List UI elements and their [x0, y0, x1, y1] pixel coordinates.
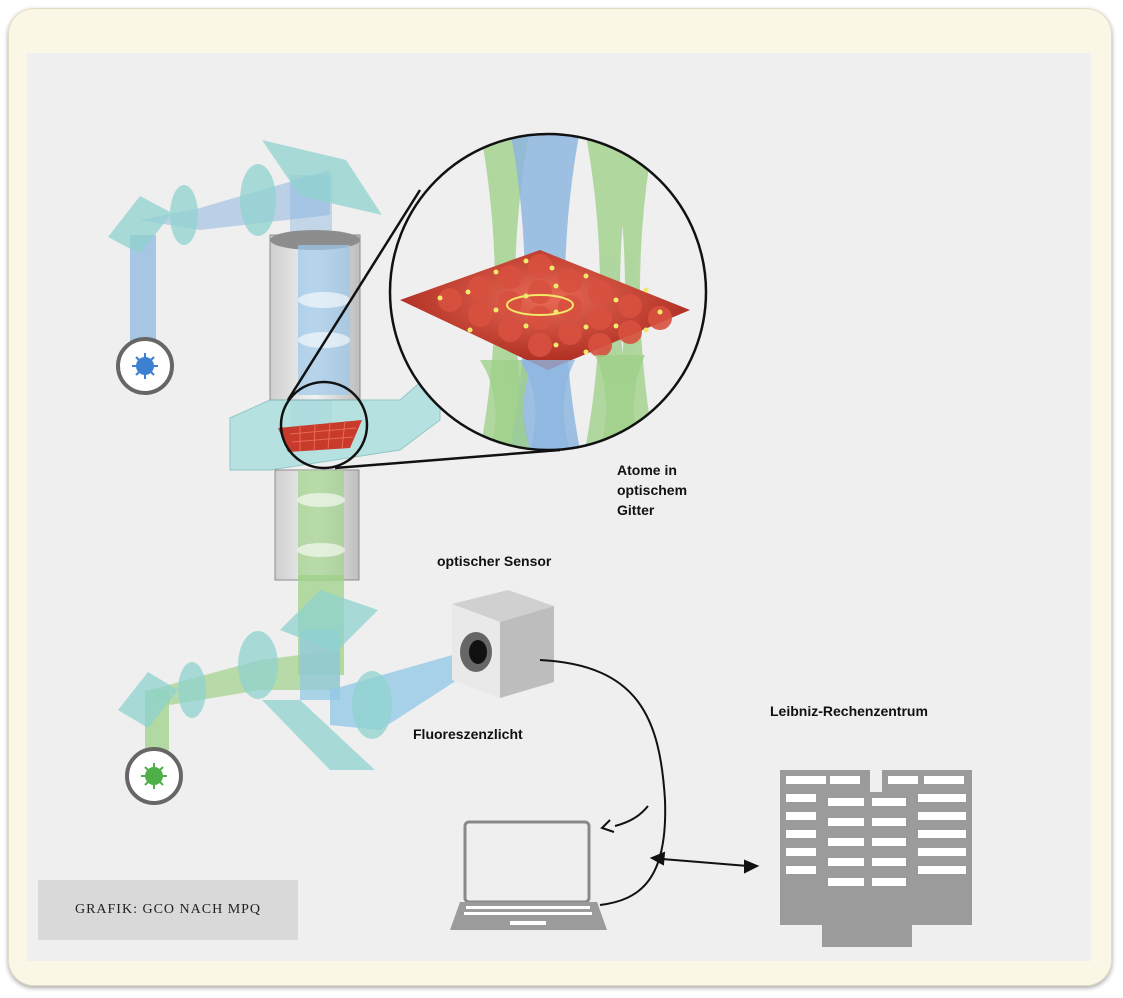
atoms-label-line-3: Gitter [617, 502, 655, 518]
camera-sensor [452, 590, 554, 698]
atoms-label-line-2: optischem [617, 482, 688, 498]
atoms-label: Atome in optischem Gitter [617, 460, 687, 520]
glass-cell [229, 363, 441, 471]
atoms [437, 258, 663, 355]
lower-objective [274, 469, 360, 581]
upper-objective [269, 230, 361, 401]
bottom-mirrors-and-lenses [118, 590, 392, 770]
optical-lattice-surface [400, 250, 690, 370]
lower-beams-under-lattice [480, 355, 645, 450]
laptop-server-link-arrow [649, 851, 760, 874]
data-cables [539, 659, 667, 906]
zoom-circle-outline [388, 132, 708, 452]
image-credit: GRAFIK: GCO NACH MPQ [74, 902, 262, 917]
computing-center-label: Leibniz-Rechenzentrum [770, 703, 928, 719]
zoom-connector-lines [286, 189, 561, 470]
sensor-label: optischer Sensor [437, 553, 552, 569]
small-lattice [278, 420, 362, 452]
atoms-label-line-1: Atome in [617, 462, 677, 478]
lattice-zoom-view [388, 132, 708, 452]
green-laser-source [125, 747, 183, 805]
laptop [450, 820, 607, 930]
top-mirror-and-lenses [108, 140, 382, 254]
credit-box: GRAFIK: GCO NACH MPQ [38, 880, 298, 940]
server-racks [780, 770, 972, 947]
fluorescence-label: Fluoreszenzlicht [413, 726, 523, 742]
magnifier-ring [279, 380, 369, 470]
blue-laser-source [116, 337, 174, 395]
